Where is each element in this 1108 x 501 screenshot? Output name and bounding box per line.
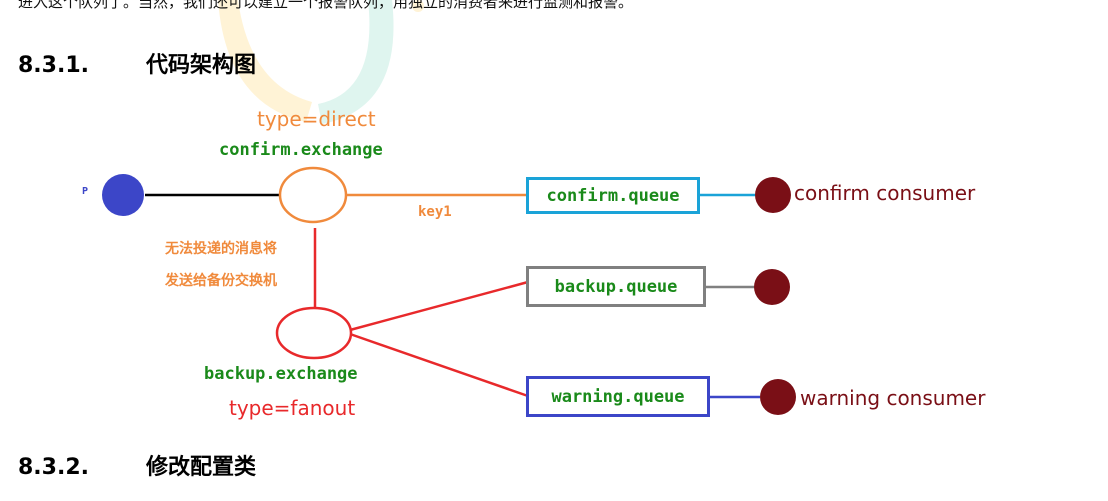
confirm-exchange-name: confirm.exchange xyxy=(219,140,383,160)
producer-node xyxy=(102,174,144,216)
producer-label: P xyxy=(82,186,89,197)
fallback-note-line1: 无法投递的消息将 xyxy=(165,241,277,257)
routing-key-label: key1 xyxy=(418,204,452,220)
section-title: 代码架构图 xyxy=(146,53,257,78)
confirm-exchange-node xyxy=(278,166,348,224)
section-number: 8.3.1. xyxy=(18,53,89,78)
section-heading-config: 8.3.2. 修改配置类 xyxy=(18,449,256,481)
watermark-yellow-arc xyxy=(218,0,312,122)
backup-queue-box: backup.queue xyxy=(526,266,706,307)
backup-exchange-type: type=fanout xyxy=(229,396,356,420)
confirm-exchange-type: type=direct xyxy=(257,107,376,131)
warning-queue-box: warning.queue xyxy=(526,376,710,417)
backup-exchange-node xyxy=(275,306,353,360)
watermark-dot xyxy=(412,0,424,12)
warning-consumer-node xyxy=(760,379,796,415)
confirm-queue-box: confirm.queue xyxy=(526,177,700,214)
backup-consumer-node xyxy=(754,269,790,305)
backup-exchange-to-backup-queue-line xyxy=(349,280,529,332)
backup-exchange-name: backup.exchange xyxy=(204,364,358,384)
section-heading-architecture: 8.3.1. 代码架构图 xyxy=(18,47,256,79)
fallback-note-line2: 发送给备份交换机 xyxy=(165,273,277,289)
section-number: 8.3.2. xyxy=(18,455,89,480)
backup-exchange-to-warning-queue-line xyxy=(349,332,529,398)
section-title: 修改配置类 xyxy=(146,455,257,480)
paragraph-text: 进入这个队列了。当然，我们还可以建立一个报警队列，用独立的消费者来进行监测和报警… xyxy=(18,0,634,11)
confirm-consumer-node xyxy=(755,177,791,213)
warning-consumer-label: warning consumer xyxy=(800,386,986,410)
watermark-teal-arc xyxy=(318,0,394,124)
confirm-consumer-label: confirm consumer xyxy=(794,181,976,205)
